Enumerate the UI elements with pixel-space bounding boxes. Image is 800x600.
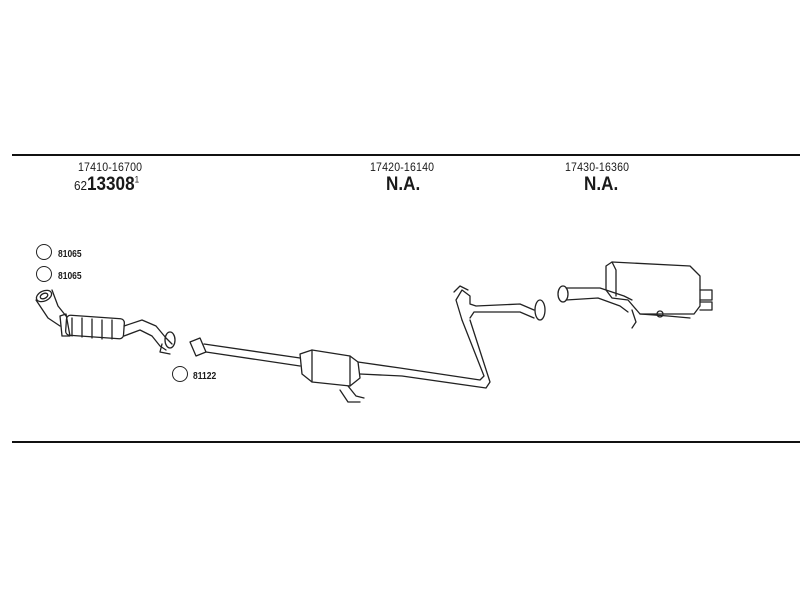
order-code-rear-muffler: N.A.: [584, 174, 619, 195]
rear-muffler-drawing: [557, 261, 713, 329]
front-pipe-drawing: [35, 289, 176, 355]
center-pipe-drawing: [189, 285, 546, 403]
gasket-ring-icon: [36, 266, 52, 282]
gasket-ring-icon: [172, 366, 188, 382]
gasket-ring-icon: [36, 244, 52, 260]
top-divider: [12, 154, 800, 156]
order-code-main: 13308: [87, 174, 135, 195]
order-code-center-pipe: N.A.: [386, 174, 421, 195]
order-code-prefix: 62: [74, 178, 88, 193]
part-number-front-pipe: 17410-16700: [78, 160, 143, 174]
order-code-front-pipe: 62133081: [74, 174, 139, 196]
gasket-label: 81122: [193, 371, 217, 382]
order-code-suffix: 1: [134, 174, 140, 185]
part-number-rear-muffler: 17430-16360: [565, 160, 630, 174]
part-number-center-pipe: 17420-16140: [370, 160, 435, 174]
bottom-divider: [12, 441, 800, 443]
gasket-label: 81065: [58, 249, 82, 260]
gasket-label: 81065: [58, 271, 82, 282]
